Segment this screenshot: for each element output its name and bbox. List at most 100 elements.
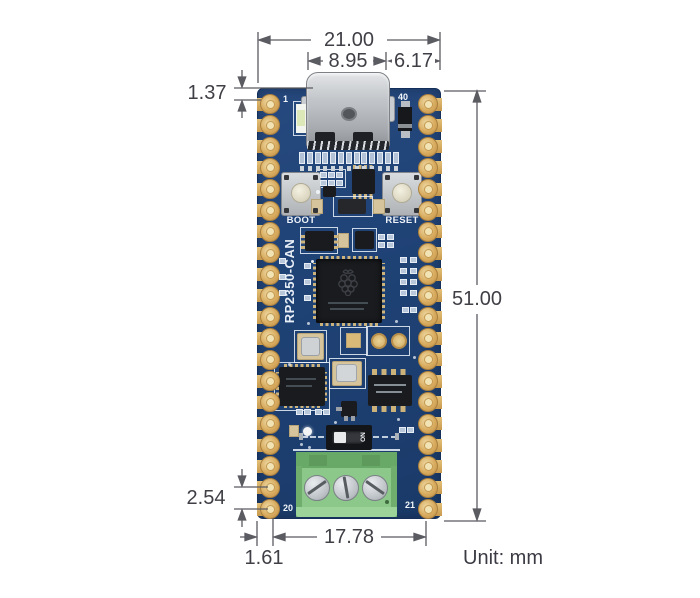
terminal-screw-2[interactable] <box>333 475 359 501</box>
castellated-pad-hole <box>423 184 433 194</box>
unit-label: Unit: mm <box>463 547 543 569</box>
boot-screw-dot <box>313 208 318 213</box>
header-pad-tail <box>339 166 343 171</box>
castellated-pad-hole <box>265 355 275 365</box>
usb-solder-legs <box>307 141 389 150</box>
deco-pad <box>304 295 311 301</box>
deco-pad <box>279 274 286 280</box>
terminal-shade-left <box>296 466 302 517</box>
deco-pad <box>336 172 343 178</box>
deco-pad <box>304 263 311 269</box>
mcu-marking <box>328 302 368 304</box>
oscillator-lid <box>336 364 357 382</box>
deco-pad <box>296 409 303 415</box>
terminal-bottom-lip <box>296 507 397 517</box>
via-dot <box>308 446 311 449</box>
dip-switch-on-label: ON <box>360 432 367 442</box>
mcu-pins-left <box>313 263 317 319</box>
board-silkscreen-text: RP2350-CAN <box>282 238 297 324</box>
deco-pad <box>410 268 417 274</box>
reset-screw-dot <box>385 175 390 180</box>
terminal-screw-1[interactable] <box>304 475 330 501</box>
diode-pad-top <box>401 101 410 109</box>
deco-pad <box>323 409 330 415</box>
option-pad-silk-box <box>340 327 368 355</box>
header-pad <box>392 152 399 164</box>
flash-leads-right <box>334 233 338 249</box>
terminal-marker-dot <box>385 500 389 504</box>
header-pad-tail <box>323 166 328 171</box>
dip-switch-slider[interactable] <box>334 432 346 443</box>
switch-silk-dash-right <box>373 436 397 438</box>
usb-shell-hole <box>341 107 357 121</box>
castellated-pad-hole <box>265 227 275 237</box>
castellated-pad-hole <box>265 184 275 194</box>
dim-bottom-span: 17.78 <box>320 526 378 548</box>
power-led-core <box>297 110 305 126</box>
switch-end-pad <box>299 433 303 440</box>
castellated-pad-hole <box>265 483 275 493</box>
reset-button-dome[interactable] <box>392 183 412 203</box>
deco-pad <box>328 172 335 178</box>
switch-silk-dash-left <box>302 436 324 438</box>
castellated-pad-hole <box>265 163 275 173</box>
deco-pad <box>410 257 417 263</box>
screw-terminal-block <box>296 452 397 517</box>
diode-band <box>398 124 412 128</box>
castellated-pad-hole <box>265 376 275 386</box>
capacitor-right <box>373 199 385 214</box>
castellated-pad-hole <box>423 227 433 237</box>
dim-right-gap: 6.17 <box>392 50 435 72</box>
castellated-pad-hole <box>423 99 433 109</box>
castellated-pad-hole <box>423 376 433 386</box>
dim-left-offset: 1.61 <box>241 547 287 569</box>
solder-hole <box>391 333 407 349</box>
dim-board-height: 51.00 <box>450 288 504 310</box>
header-pad <box>322 152 329 164</box>
deco-pad <box>402 307 409 313</box>
deco-pad <box>400 290 407 296</box>
terminal-shade-right <box>391 466 397 517</box>
header-pad <box>353 152 360 164</box>
castellated-pad-hole <box>423 142 433 152</box>
can-ic-marking <box>286 385 312 387</box>
mount-holes-silk-box <box>366 326 410 356</box>
castellated-pad-hole <box>265 504 275 514</box>
deco-pad <box>400 257 407 263</box>
castellated-pad-hole <box>423 120 433 130</box>
deco-pad <box>410 279 417 285</box>
cap-silk-box <box>333 196 373 217</box>
header-pad <box>361 152 368 164</box>
transceiver-leads-top <box>372 369 408 376</box>
castellated-pad-hole <box>423 461 433 471</box>
pin-1-label: 1 <box>283 94 289 104</box>
reset-screw-dot <box>414 175 419 180</box>
boot-button-dome[interactable] <box>291 183 311 203</box>
deco-pad <box>279 258 286 264</box>
screw-slot <box>365 479 385 496</box>
mcu-pin1-dot <box>311 260 314 263</box>
castellated-pad-hole <box>423 504 433 514</box>
switch-end-pad <box>395 433 399 440</box>
header-pad <box>384 152 391 164</box>
deco-pad <box>407 427 414 433</box>
terminal-silk-line <box>293 449 400 451</box>
boot-screw-dot <box>313 175 318 180</box>
deco-pad <box>378 242 385 248</box>
screw-slot <box>342 476 350 499</box>
terminal-notch <box>309 455 327 466</box>
dim-pin-pitch: 2.54 <box>180 487 232 509</box>
reset-label: RESET <box>385 215 419 226</box>
boot-screw-dot <box>284 175 289 180</box>
deco-pad <box>304 409 311 415</box>
dim-board-width: 21.00 <box>312 29 386 51</box>
header-pad <box>377 152 383 164</box>
castellated-pad-hole <box>265 206 275 216</box>
via-dot <box>334 421 337 424</box>
terminal-screw-3[interactable] <box>362 475 388 501</box>
raspberry-pi-logo <box>338 269 358 296</box>
mcu-pins-bottom <box>320 322 378 326</box>
header-pad <box>330 152 337 164</box>
reset-screw-dot <box>385 208 390 213</box>
mcu-pins-right <box>381 263 385 319</box>
